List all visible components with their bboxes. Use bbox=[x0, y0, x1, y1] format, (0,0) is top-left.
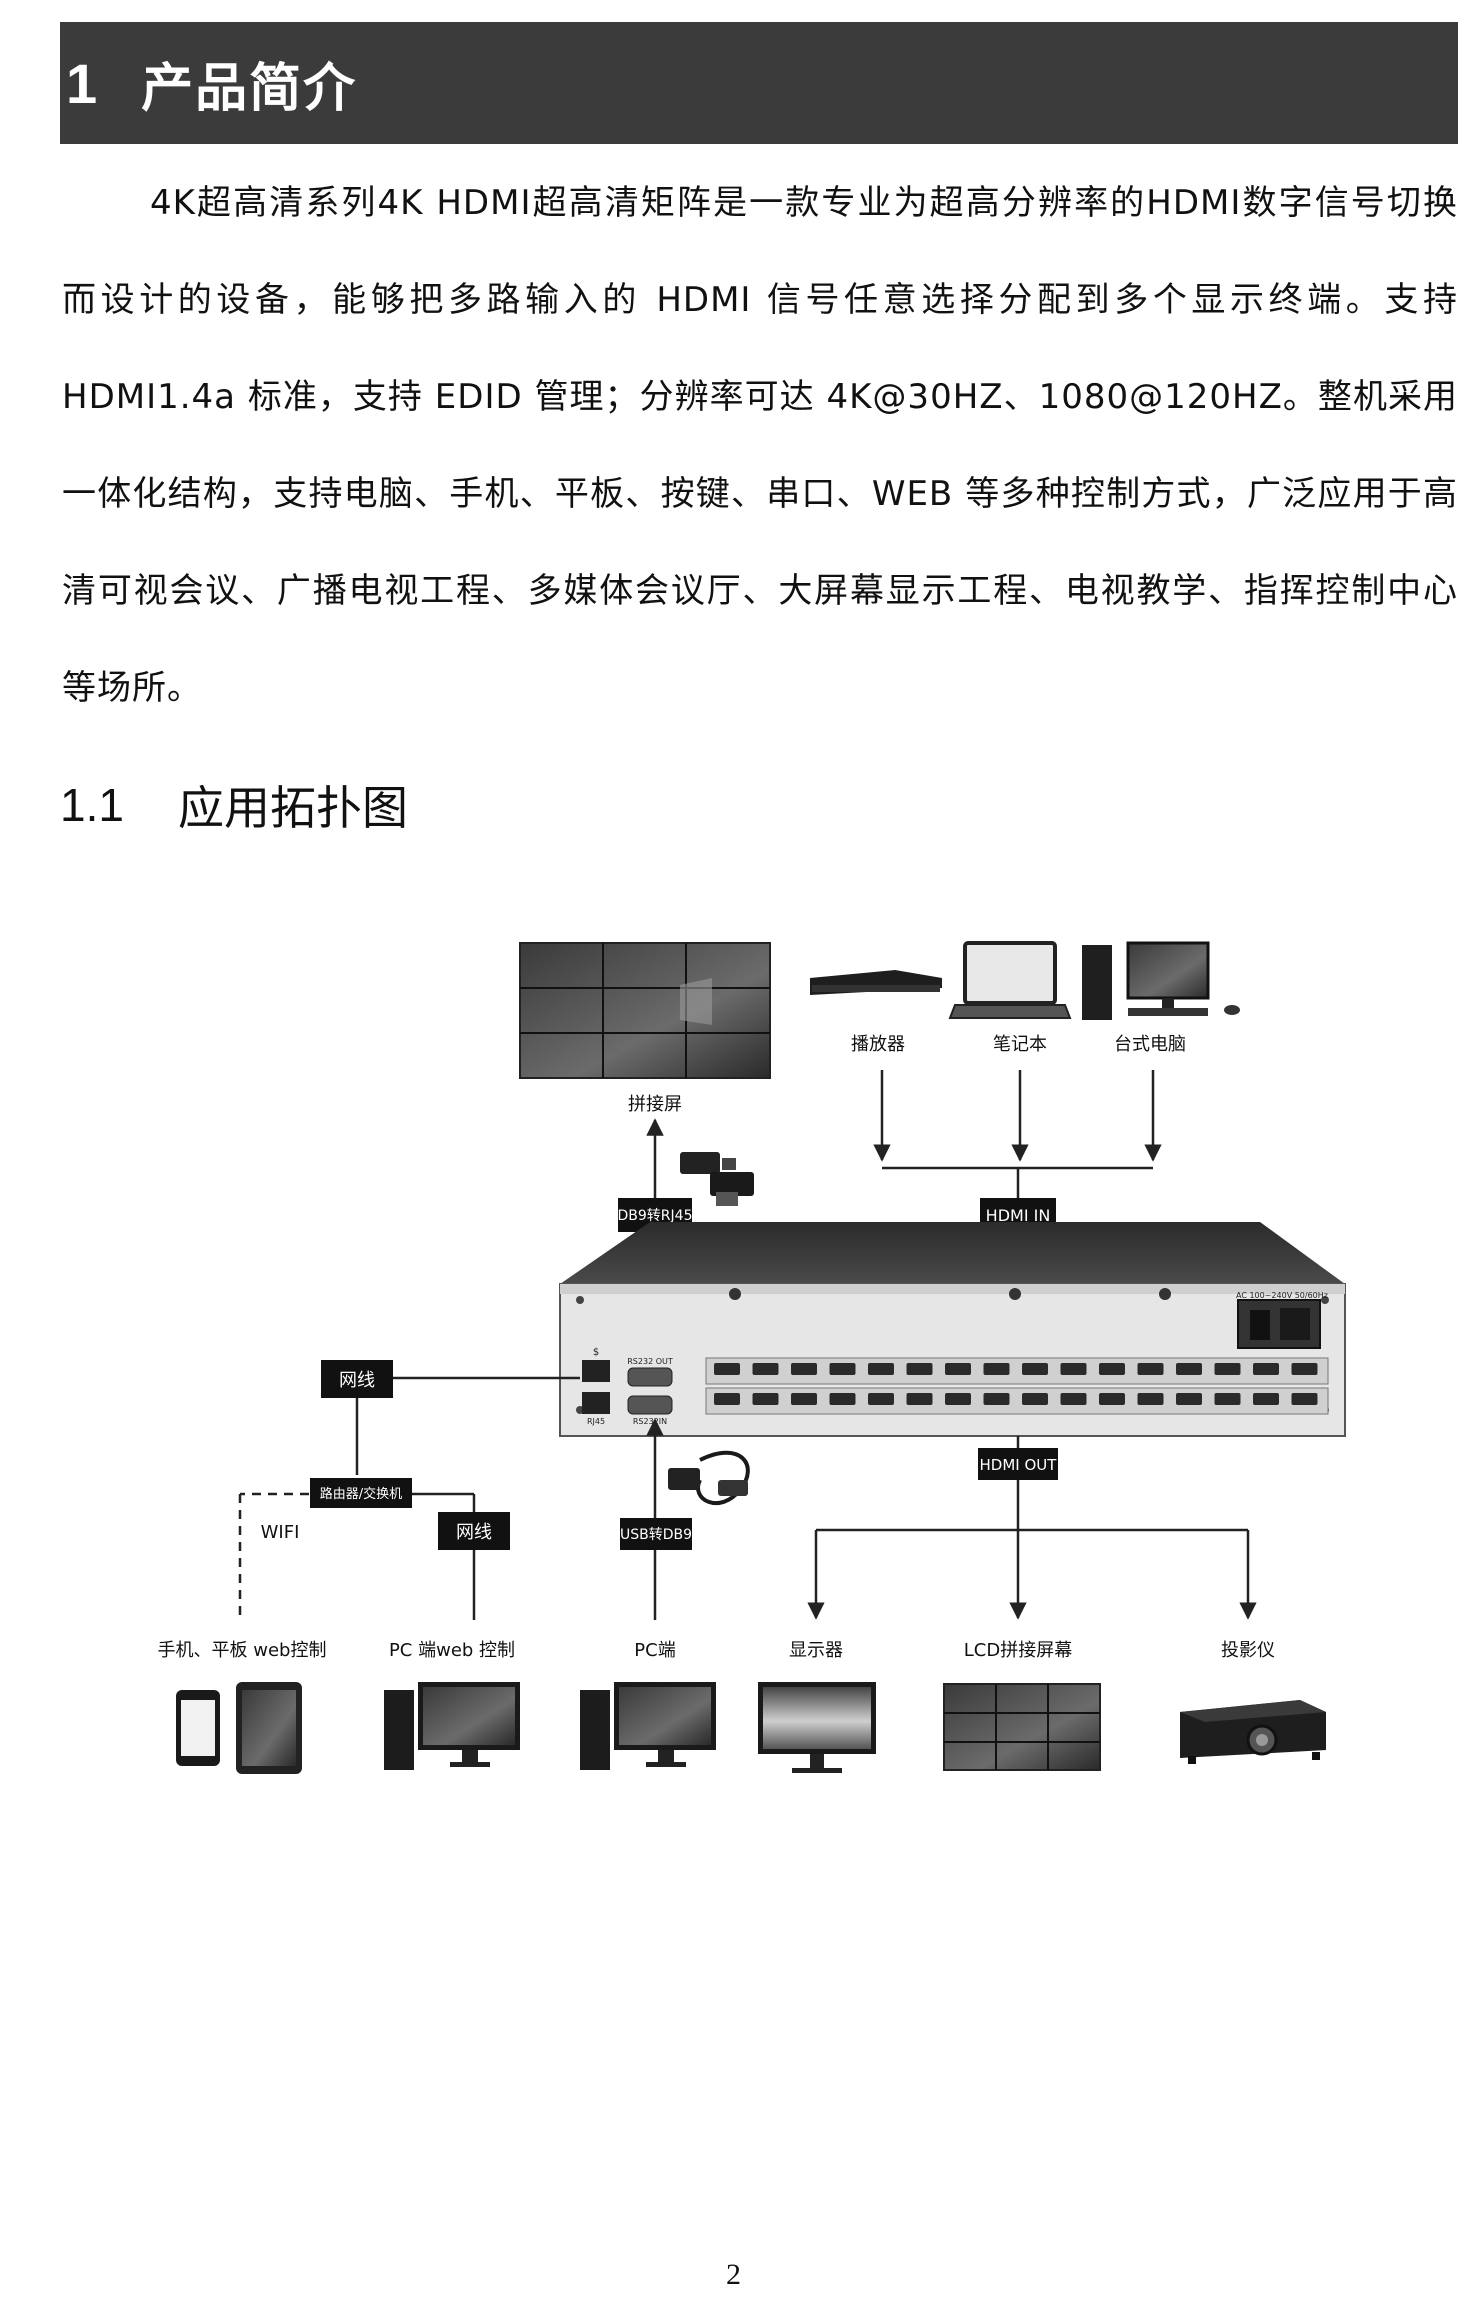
projector-image bbox=[1180, 1700, 1326, 1764]
network-tag-box-a bbox=[321, 1360, 393, 1398]
network-tag-box-b bbox=[438, 1512, 510, 1550]
player-image bbox=[810, 970, 942, 995]
hdmi-port bbox=[1022, 1363, 1048, 1375]
hdmi-out-tag-box bbox=[978, 1448, 1058, 1480]
chapter-title: 产品简介 bbox=[141, 58, 358, 119]
hdmi-port bbox=[1099, 1363, 1125, 1375]
laptop-label: 笔记本 bbox=[993, 1034, 1047, 1055]
hdmi-port bbox=[1253, 1363, 1279, 1375]
topology-diagram: 拼接屏 播放器 笔记本 台式电脑 HDMI IN DB9转RJ45 bbox=[158, 941, 1346, 1774]
hdmi-out-tag: HDMI OUT bbox=[980, 1456, 1058, 1474]
hdmi-port bbox=[1137, 1393, 1164, 1405]
hdmi-port bbox=[1291, 1393, 1318, 1405]
hdmi-in-tag: HDMI IN bbox=[986, 1206, 1051, 1225]
hdmi-port bbox=[1176, 1363, 1202, 1375]
desktop-label: 台式电脑 bbox=[1114, 1034, 1186, 1055]
page-number: 2 bbox=[726, 2258, 741, 2291]
lcd-wall-image bbox=[943, 1683, 1101, 1771]
chapter-heading: 1 产品简介 bbox=[60, 22, 1458, 144]
hdmi-port bbox=[714, 1393, 740, 1405]
hdmi-port bbox=[1022, 1393, 1048, 1405]
hdmi-port bbox=[983, 1393, 1010, 1405]
usb-cable-image bbox=[668, 1450, 750, 1506]
hdmi-port bbox=[791, 1363, 817, 1375]
phone-tablet-image bbox=[176, 1682, 302, 1774]
svg-text:$: $ bbox=[593, 1347, 599, 1358]
hdmi-port bbox=[906, 1363, 933, 1375]
hdmi-port bbox=[1214, 1363, 1241, 1375]
hdmi-port bbox=[829, 1363, 856, 1375]
db9-adapter-image bbox=[680, 1152, 754, 1206]
hdmi-port bbox=[829, 1393, 856, 1405]
mobile-web-label: 手机、平板 web控制 bbox=[158, 1640, 327, 1661]
hdmi-port bbox=[1176, 1393, 1202, 1405]
hdmi-port bbox=[945, 1363, 971, 1375]
projector-label: 投影仪 bbox=[1221, 1640, 1275, 1661]
hdmi-port bbox=[1253, 1393, 1279, 1405]
usb-db9-tag: USB转DB9 bbox=[620, 1527, 692, 1543]
laptop-image bbox=[948, 941, 1072, 1019]
hdmi-port bbox=[1060, 1393, 1087, 1405]
hdmi-port bbox=[1060, 1363, 1087, 1375]
hdmi-port bbox=[945, 1393, 971, 1405]
network-tag-b: 网线 bbox=[456, 1522, 492, 1543]
hdmi-port bbox=[868, 1393, 894, 1405]
rs232-in-label: RS232IN bbox=[633, 1417, 667, 1426]
hdmi-port bbox=[791, 1393, 817, 1405]
hdmi-port bbox=[714, 1363, 740, 1375]
matrix-device: $ bbox=[559, 1222, 1346, 1437]
lcd-wall-label: LCD拼接屏幕 bbox=[964, 1640, 1072, 1661]
chapter-number: 1 bbox=[66, 51, 98, 115]
router-tag-box bbox=[310, 1478, 412, 1508]
hdmi-port bbox=[1291, 1363, 1318, 1375]
network-tag-a: 网线 bbox=[339, 1370, 375, 1391]
lan-label: RJ45 bbox=[587, 1417, 605, 1426]
usb-db9-tag-box bbox=[620, 1518, 692, 1550]
section-number: 1.1 bbox=[60, 779, 124, 831]
hdmi-port bbox=[868, 1363, 894, 1375]
db9-rj45-tag: DB9转RJ45 bbox=[618, 1208, 693, 1224]
router-tag: 路由器/交换机 bbox=[320, 1486, 402, 1502]
hdmi-port bbox=[752, 1363, 779, 1375]
power-label: AC 100~240V 50/60Hz bbox=[1236, 1291, 1328, 1300]
hdmi-port bbox=[752, 1393, 779, 1405]
intro-paragraph: 4K超高清系列4K HDMI超高清矩阵是一款专业为超高分辨率的HDMI数字信号切… bbox=[62, 183, 1458, 708]
monitor-image bbox=[758, 1682, 876, 1773]
hdmi-port bbox=[1214, 1393, 1241, 1405]
hdmi-port bbox=[1137, 1363, 1164, 1375]
section-heading: 1.1 应用拓扑图 bbox=[60, 770, 408, 840]
video-wall-image bbox=[519, 942, 771, 1079]
video-wall-label: 拼接屏 bbox=[628, 1094, 682, 1115]
hdmi-port bbox=[983, 1363, 1010, 1375]
section-title: 应用拓扑图 bbox=[178, 781, 408, 835]
rs232-out-label: RS232 OUT bbox=[627, 1357, 673, 1366]
hdmi-port bbox=[1099, 1393, 1125, 1405]
player-label: 播放器 bbox=[851, 1034, 905, 1055]
desktop-image bbox=[1082, 941, 1240, 1020]
pc-label: PC端 bbox=[634, 1640, 675, 1661]
wifi-label: WIFI bbox=[261, 1522, 300, 1543]
hdmi-port bbox=[906, 1393, 933, 1405]
monitor-label: 显示器 bbox=[789, 1640, 843, 1661]
pc-web-label: PC 端web 控制 bbox=[389, 1640, 515, 1661]
pc-image bbox=[580, 1682, 716, 1770]
pc-web-image bbox=[384, 1682, 520, 1770]
